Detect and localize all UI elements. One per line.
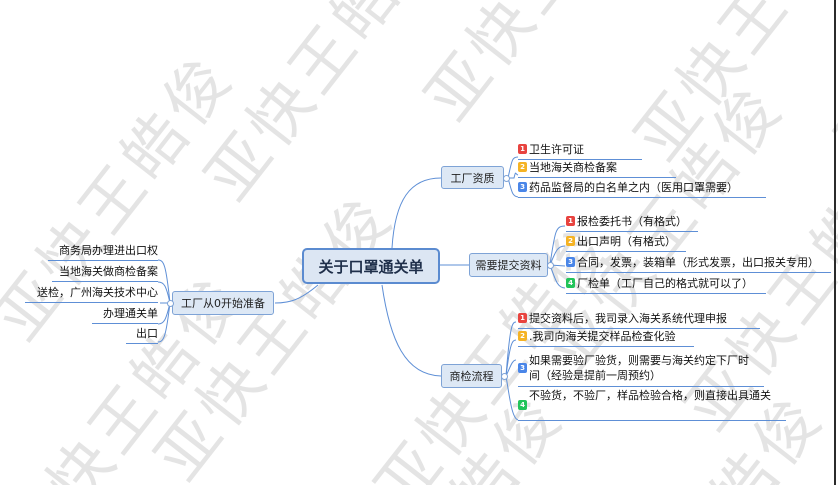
branch-label: 需要提交资料 <box>475 259 542 272</box>
leaf-text: 当地海关商检备案 <box>529 161 617 174</box>
leaf-item[interactable]: 商务局办理进出口权 <box>48 243 158 261</box>
leaf-text: 卫生许可证 <box>529 143 584 156</box>
priority-3-icon: 3 <box>518 182 527 192</box>
branch-required-documents[interactable]: 需要提交资料 <box>469 253 548 277</box>
leaf-item[interactable]: 4 不验货，不验厂，样品检验合格，则直接出具通关 <box>518 388 786 421</box>
priority-2-icon: 2 <box>518 162 527 172</box>
leaf-item[interactable]: 3 药品监督局的白名单之内（医用口罩需要） <box>518 180 766 198</box>
branch-inspection-process[interactable]: 商检流程 <box>441 364 502 388</box>
branch-label: 商检流程 <box>449 370 494 383</box>
priority-4-icon: 4 <box>518 400 527 410</box>
priority-1-icon: 1 <box>566 216 575 226</box>
leaf-text: .我司向海关提交样品检查化验 <box>529 330 676 343</box>
collapse-toggle[interactable] <box>167 300 174 307</box>
branch-factory-qualification[interactable]: 工厂资质 <box>441 166 504 189</box>
leaf-text-block: 如果需要验厂验货，则需要与海关约定下厂时 间（经验是提前一周预约） <box>529 353 749 383</box>
priority-2-icon: 2 <box>518 331 527 341</box>
leaf-text: 出口声明（有格式） <box>577 235 676 248</box>
leaf-item[interactable]: 送检，广州海关技术中心 <box>25 285 158 303</box>
root-node[interactable]: 关于口罩通关单 <box>302 248 440 284</box>
collapse-toggle[interactable] <box>503 175 510 182</box>
leaf-text: 报检委托书（有格式） <box>577 215 687 228</box>
leaf-text: 办理通关单 <box>103 307 158 320</box>
priority-1-icon: 1 <box>518 313 527 323</box>
leaf-item[interactable]: 2 出口声明（有格式） <box>566 234 686 252</box>
leaf-item[interactable]: 3 如果需要验厂验货，则需要与海关约定下厂时 间（经验是提前一周预约） <box>518 352 764 387</box>
leaf-item[interactable]: 2 .我司向海关提交样品检查化验 <box>518 329 694 347</box>
branch-label: 工厂资质 <box>450 171 495 185</box>
collapse-toggle[interactable] <box>501 373 508 380</box>
leaf-item[interactable]: 1 卫生许可证 <box>518 142 642 160</box>
collapse-toggle[interactable] <box>547 262 554 269</box>
leaf-text: 不验货，不验厂，样品检验合格，则直接出具通关 <box>529 389 771 402</box>
priority-1-icon: 1 <box>518 144 527 154</box>
root-label: 关于口罩通关单 <box>318 257 424 276</box>
priority-3-icon: 3 <box>518 363 527 373</box>
leaf-item[interactable]: 出口 <box>126 326 158 344</box>
leaf-item[interactable]: 当地海关做商检备案 <box>52 264 158 282</box>
leaf-item[interactable]: 4 厂检单（工厂自己的格式就可以了） <box>566 276 766 294</box>
leaf-text: 合同，发票，装箱单（形式发票，出口报关专用） <box>577 256 819 269</box>
leaf-item[interactable]: 2 当地海关商检备案 <box>518 160 676 178</box>
priority-3-icon: 3 <box>566 257 575 267</box>
leaf-item[interactable]: 3 合同，发票，装箱单（形式发票，出口报关专用） <box>566 255 831 273</box>
branch-factory-from-zero[interactable]: 工厂从0开始准备 <box>172 291 274 315</box>
leaf-text: 厂检单（工厂自己的格式就可以了） <box>577 277 753 290</box>
leaf-text: 提交资料后，我司录入海关系统代理申报 <box>529 312 727 325</box>
leaf-text: 当地海关做商检备案 <box>59 265 158 278</box>
priority-2-icon: 2 <box>566 236 575 246</box>
leaf-item[interactable]: 办理通关单 <box>92 306 158 324</box>
leaf-item[interactable]: 1 报检委托书（有格式） <box>566 214 698 232</box>
priority-4-icon: 4 <box>566 278 575 288</box>
leaf-text: 商务局办理进出口权 <box>59 244 158 257</box>
leaf-text-line-1: 如果需要验厂验货，则需要与海关约定下厂时 <box>529 354 749 367</box>
leaf-text: 送检，广州海关技术中心 <box>37 286 158 299</box>
leaf-item[interactable]: 1 提交资料后，我司录入海关系统代理申报 <box>518 311 760 329</box>
leaf-text: 出口 <box>136 327 158 340</box>
leaf-text-line-2: 间（经验是提前一周预约） <box>529 369 661 382</box>
branch-label: 工厂从0开始准备 <box>181 297 265 310</box>
window-edge <box>834 0 836 485</box>
leaf-text: 药品监督局的白名单之内（医用口罩需要） <box>529 181 738 194</box>
